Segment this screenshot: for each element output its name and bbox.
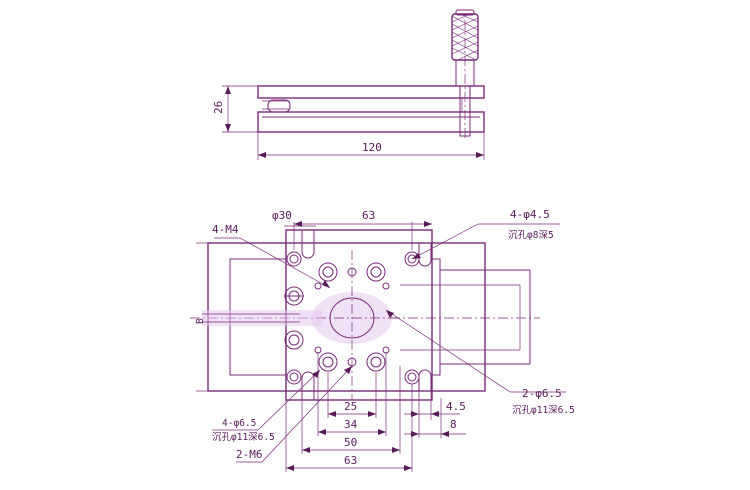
side-bottom-plate bbox=[257, 111, 485, 133]
label-4-phi6-5-counterbore: 沉孔φ11深6.5 bbox=[212, 432, 275, 443]
plan-view: B 63 φ30 4-M4 4-φ4.5 沉孔φ8深5 2-φ6.5 沉孔φ11… bbox=[190, 208, 575, 472]
dim-26: 26 bbox=[212, 101, 225, 114]
side-view: 26 120 bbox=[212, 9, 485, 160]
label-4-m4: 4-M4 bbox=[212, 223, 239, 236]
side-top-plate bbox=[257, 85, 485, 99]
section-b-mark: B bbox=[195, 318, 206, 324]
dim-phi30: φ30 bbox=[272, 209, 292, 222]
dim-25: 25 bbox=[344, 400, 357, 413]
dim-34: 34 bbox=[344, 418, 358, 431]
slot-bottom-right bbox=[418, 369, 432, 391]
dim-63-bottom: 63 bbox=[344, 454, 357, 467]
micrometer-knurl bbox=[451, 9, 479, 61]
slot-bottom-left bbox=[301, 371, 315, 400]
counterbored-holes bbox=[286, 251, 420, 385]
side-ball-rail bbox=[267, 99, 291, 113]
label-4-phi6-5: 4-φ6.5 bbox=[222, 418, 256, 429]
dim-8: 8 bbox=[450, 418, 457, 431]
dim-4-5: 4.5 bbox=[446, 400, 466, 413]
label-2-phi6-5: 2-φ6.5 bbox=[522, 387, 562, 400]
dim-120: 120 bbox=[362, 141, 382, 154]
label-2-phi6-5-counterbore: 沉孔φ11深6.5 bbox=[512, 405, 575, 416]
slot-top-left bbox=[301, 230, 315, 259]
label-4-phi4-5-counterbore: 沉孔φ8深5 bbox=[508, 230, 554, 241]
dim-50: 50 bbox=[344, 436, 357, 449]
lock-knob bbox=[202, 286, 322, 350]
label-4-phi4-5: 4-φ4.5 bbox=[510, 208, 550, 221]
dim-63-top: 63 bbox=[362, 209, 375, 222]
label-2-m6: 2-M6 bbox=[236, 448, 263, 461]
